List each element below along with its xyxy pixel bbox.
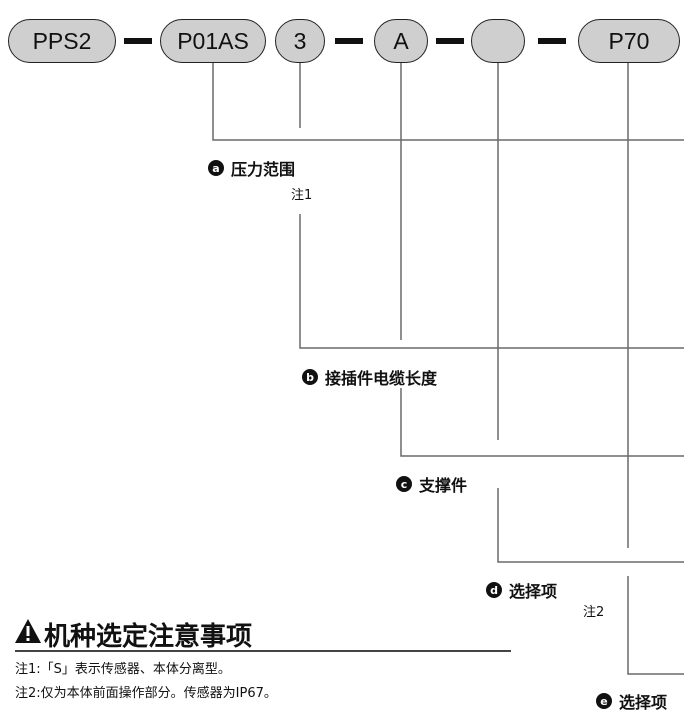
note-2: 注2:仅为本体前面操作部分。传感器为IP67。 — [15, 686, 277, 701]
code-dash-1 — [124, 38, 152, 44]
connector-c — [400, 388, 684, 457]
option-a: a 压力范围 — [208, 156, 295, 180]
warning-icon — [15, 619, 41, 643]
option-c-label: 支撑件 — [419, 476, 468, 495]
option-b: b 接插件电缆长度 — [302, 365, 437, 389]
code-dash-3 — [436, 38, 464, 44]
connector-d — [497, 488, 684, 563]
option-b-label: 接插件电缆长度 — [325, 369, 438, 388]
option-d-note-ref: 注2 — [583, 605, 605, 620]
code-box-p70: P70 — [578, 19, 680, 63]
option-a-note-ref: 注1 — [291, 188, 313, 203]
code-dash-4 — [538, 38, 566, 44]
notice-divider — [15, 650, 511, 652]
option-e: e 选择项 — [596, 689, 667, 713]
code-box-pressure: P01AS — [160, 19, 266, 63]
code-box-option — [471, 19, 525, 63]
option-e-label: 选择项 — [619, 693, 668, 712]
connector-e — [627, 576, 684, 675]
badge-e: e — [596, 693, 612, 709]
code-dash-2 — [335, 38, 363, 44]
note-1: 注1:「S」表示传感器、本体分离型。 — [15, 662, 231, 677]
notice-title: 机种选定注意事项 — [44, 622, 253, 652]
code-box-cable: 3 — [275, 19, 325, 63]
option-c: c 支撑件 — [396, 472, 467, 496]
option-d-label: 选择项 — [509, 582, 558, 601]
connector-a — [212, 63, 684, 141]
connector-b — [299, 214, 684, 349]
badge-d: d — [486, 582, 502, 598]
badge-b: b — [302, 369, 318, 385]
badge-a: a — [208, 160, 224, 176]
badge-c: c — [396, 476, 412, 492]
option-a-label: 压力范围 — [231, 160, 296, 179]
code-box-series: PPS2 — [8, 19, 116, 63]
option-d: d 选择项 — [486, 578, 557, 602]
code-box-bracket: A — [374, 19, 428, 63]
